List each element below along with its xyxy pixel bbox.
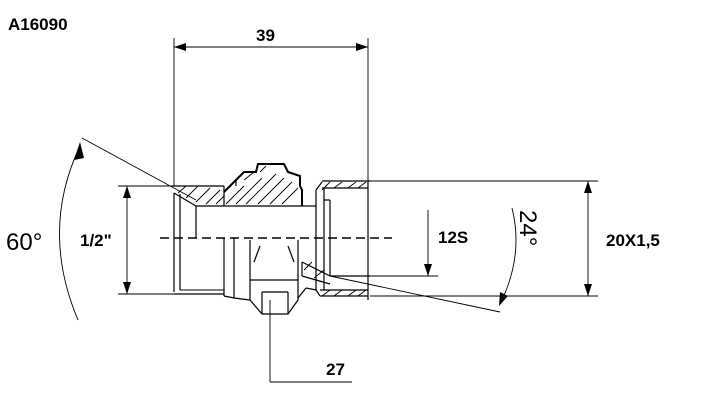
- fitting-body: [172, 163, 370, 315]
- length-dimension: 39: [173, 26, 369, 186]
- tube-size-dimension: 12S: [340, 210, 468, 277]
- outlet-thread-label: 20X1,5: [606, 231, 660, 250]
- inlet-thread-label: 1/2": [80, 231, 112, 250]
- section-hatching: [177, 165, 367, 297]
- tube-size-label: 12S: [438, 228, 468, 247]
- outlet-thread-dimension: 20X1,5: [370, 180, 660, 297]
- seat-angle-dimension: 24°: [329, 207, 541, 313]
- cone-angle-dimension: 60°: [6, 137, 197, 321]
- hex-size-dimension: 27: [269, 300, 352, 383]
- cone-angle-label: 60°: [6, 229, 42, 256]
- hex-size-label: 27: [326, 360, 345, 379]
- inlet-thread-dimension: 1/2": [80, 185, 182, 295]
- length-label: 39: [256, 26, 275, 45]
- seat-angle-label: 24°: [514, 210, 541, 246]
- part-number: A16090: [8, 15, 68, 34]
